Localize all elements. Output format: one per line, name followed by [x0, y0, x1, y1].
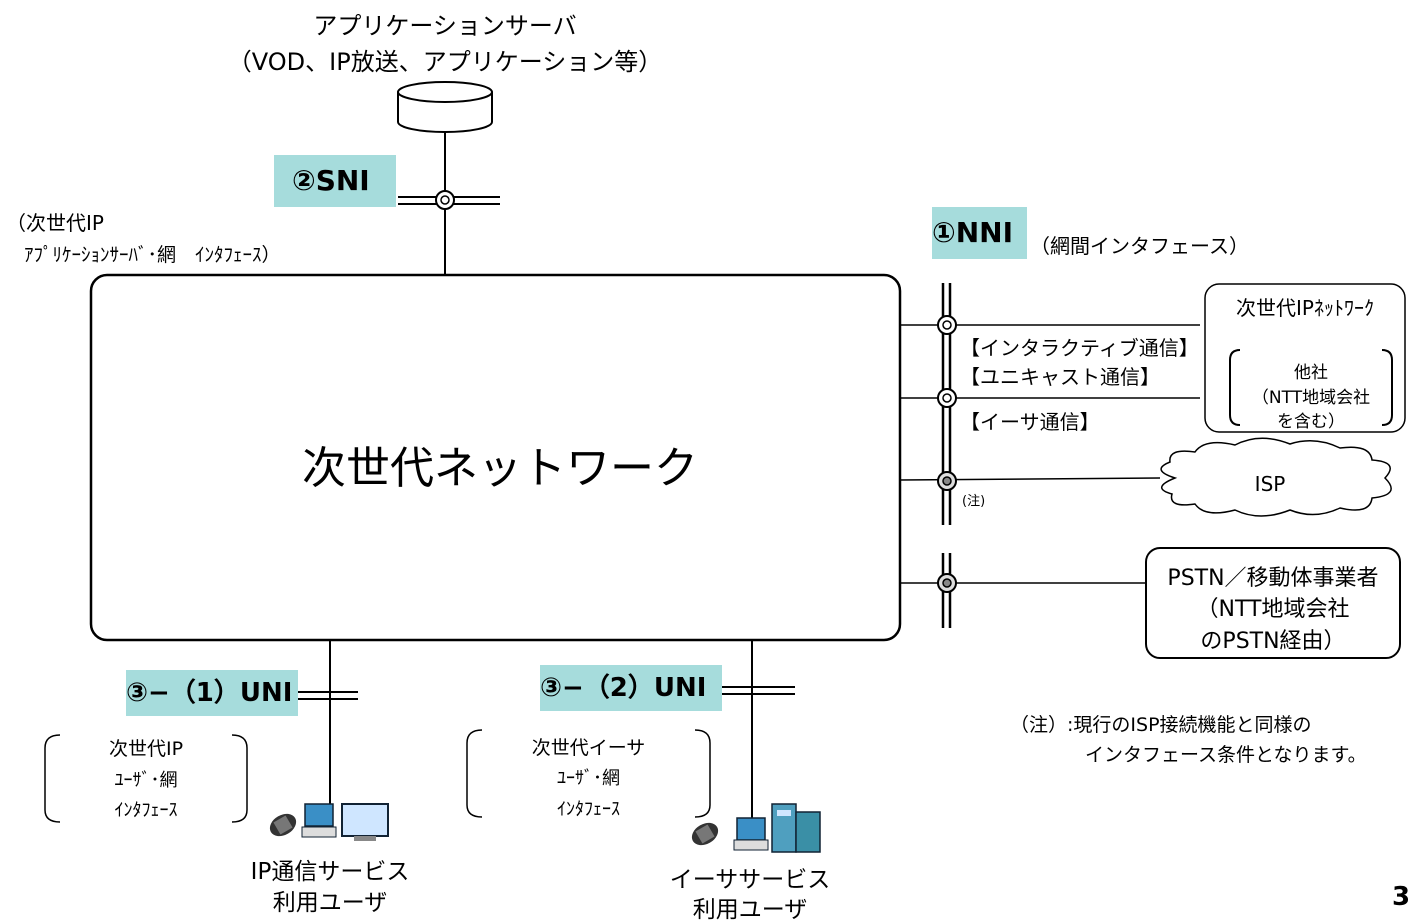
phone-icon-uni1 — [269, 813, 297, 837]
nni-point-ethernet-icon — [937, 388, 957, 408]
pc-icon-uni1 — [301, 803, 337, 838]
nni-point-pstn-icon — [937, 573, 957, 593]
comm-note-mark: (注) — [962, 494, 986, 509]
comm-ethernet: 【イーサ通信】 — [960, 410, 1100, 434]
page-number: 3 — [1392, 882, 1410, 912]
app-server-cylinder-icon — [397, 81, 493, 133]
comm-interactive: 【インタラクティブ通信】 — [960, 336, 1199, 360]
network-label: 次世代ネットワーク — [302, 443, 698, 494]
nni-point-interactive-icon — [937, 315, 957, 335]
sni-desc-line1: （次世代IP — [6, 211, 104, 235]
server-rack-icon-uni2 — [771, 803, 821, 853]
app-server-subtitle: （VOD、IP放送、アプリケーション等） — [227, 48, 663, 76]
uni2-label: ③−（2）UNI — [540, 665, 722, 711]
uni1-user-line1: IP通信サービス — [250, 859, 410, 885]
app-server-title: アプリケーションサーバ — [313, 12, 577, 40]
nni-desc: （網間インタフェース） — [1030, 234, 1249, 258]
pstn-line2: （NTT地域会社 — [1196, 597, 1350, 622]
uni2-desc-line1: 次世代イーサ — [531, 737, 646, 759]
note-line1: （注）:現行のISP接続機能と同様の — [1010, 714, 1312, 736]
pstn-line1: PSTN／移動体事業者 — [1167, 566, 1379, 591]
pc-icon-uni2 — [733, 817, 769, 851]
isp-label: ISP — [1254, 472, 1286, 496]
phone-icon-uni2 — [691, 822, 719, 846]
other-network-line1: 他社 — [1294, 363, 1328, 383]
pstn-box — [1145, 547, 1401, 659]
pstn-line3: のPSTN経由） — [1200, 629, 1346, 654]
uni1-desc-line2: ﾕｰｻﾞ･網 — [114, 770, 178, 791]
other-network-box — [1204, 283, 1406, 433]
isp-cloud-icon — [1160, 437, 1392, 517]
note-line2: インタフェース条件となります。 — [1085, 744, 1367, 766]
sni-label: ②SNI — [274, 155, 396, 207]
uni1-desc-line1: 次世代IP — [108, 738, 184, 760]
other-network-line2: （NTT地域会社 — [1251, 388, 1371, 408]
network-box — [89, 273, 902, 642]
nni-label: ①NNI — [932, 207, 1027, 259]
uni2-user-line2: 利用ユーザ — [692, 897, 808, 923]
uni1-label: ③−（1）UNI — [126, 670, 298, 716]
uni2-user-line1: イーササービス — [669, 867, 831, 893]
monitor-icon-uni1 — [341, 803, 389, 841]
uni1-user-line2: 利用ユーザ — [272, 890, 388, 916]
uni2-desc-line2: ﾕｰｻﾞ･網 — [557, 768, 620, 789]
sni-desc-line2: ｱﾌﾟﾘｹｰｼｮﾝｻｰﾊﾞ･網 ｲﾝﾀﾌｪｰｽ） — [24, 244, 281, 266]
comm-unicast: 【ユニキャスト通信】 — [960, 365, 1160, 389]
other-network-line3: を含む） — [1277, 412, 1345, 432]
uni1-desc-line3: ｲﾝﾀﾌｪｰｽ — [114, 800, 178, 821]
nni-point-isp-icon — [937, 471, 957, 491]
other-network-title: 次世代IPﾈｯﾄﾜｰｸ — [1236, 296, 1374, 320]
uni2-desc-line3: ｲﾝﾀﾌｪｰｽ — [557, 799, 620, 820]
